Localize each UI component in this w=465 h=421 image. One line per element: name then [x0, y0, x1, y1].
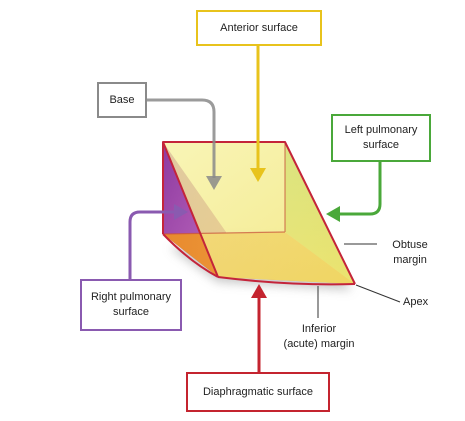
right-pulmonary-label: Right pulmonary surface — [90, 291, 172, 318]
left-pulmonary-arrow — [326, 160, 382, 222]
anterior-surface-label: Anterior surface — [220, 21, 298, 34]
right-pulmonary-label-box: Right pulmonary surface — [80, 279, 182, 331]
base-label: Base — [109, 93, 135, 106]
base-label-box: Base — [97, 82, 147, 118]
prism-edges — [162, 141, 356, 286]
right-pulmonary-arrow — [128, 204, 188, 280]
inferior-margin-label: Inferior (acute) margin — [283, 323, 355, 350]
back-edges — [162, 142, 286, 235]
obtuse-margin-label: Obtuse margin — [392, 239, 428, 266]
diaphragmatic-label: Diaphragmatic surface — [202, 385, 314, 398]
left-pulmonary-label: Left pulmonary surface — [344, 124, 418, 151]
diaphragmatic-arrow — [251, 284, 267, 372]
anterior-arrow — [250, 44, 266, 182]
diaphragmatic-label-box: Diaphragmatic surface — [186, 372, 330, 412]
left-pulmonary-label-box: Left pulmonary surface — [331, 114, 431, 162]
apex-label: Apex — [403, 296, 429, 308]
anterior-surface-label-box: Anterior surface — [196, 10, 322, 46]
base-arrow — [145, 98, 222, 190]
leader-lines — [317, 243, 401, 318]
